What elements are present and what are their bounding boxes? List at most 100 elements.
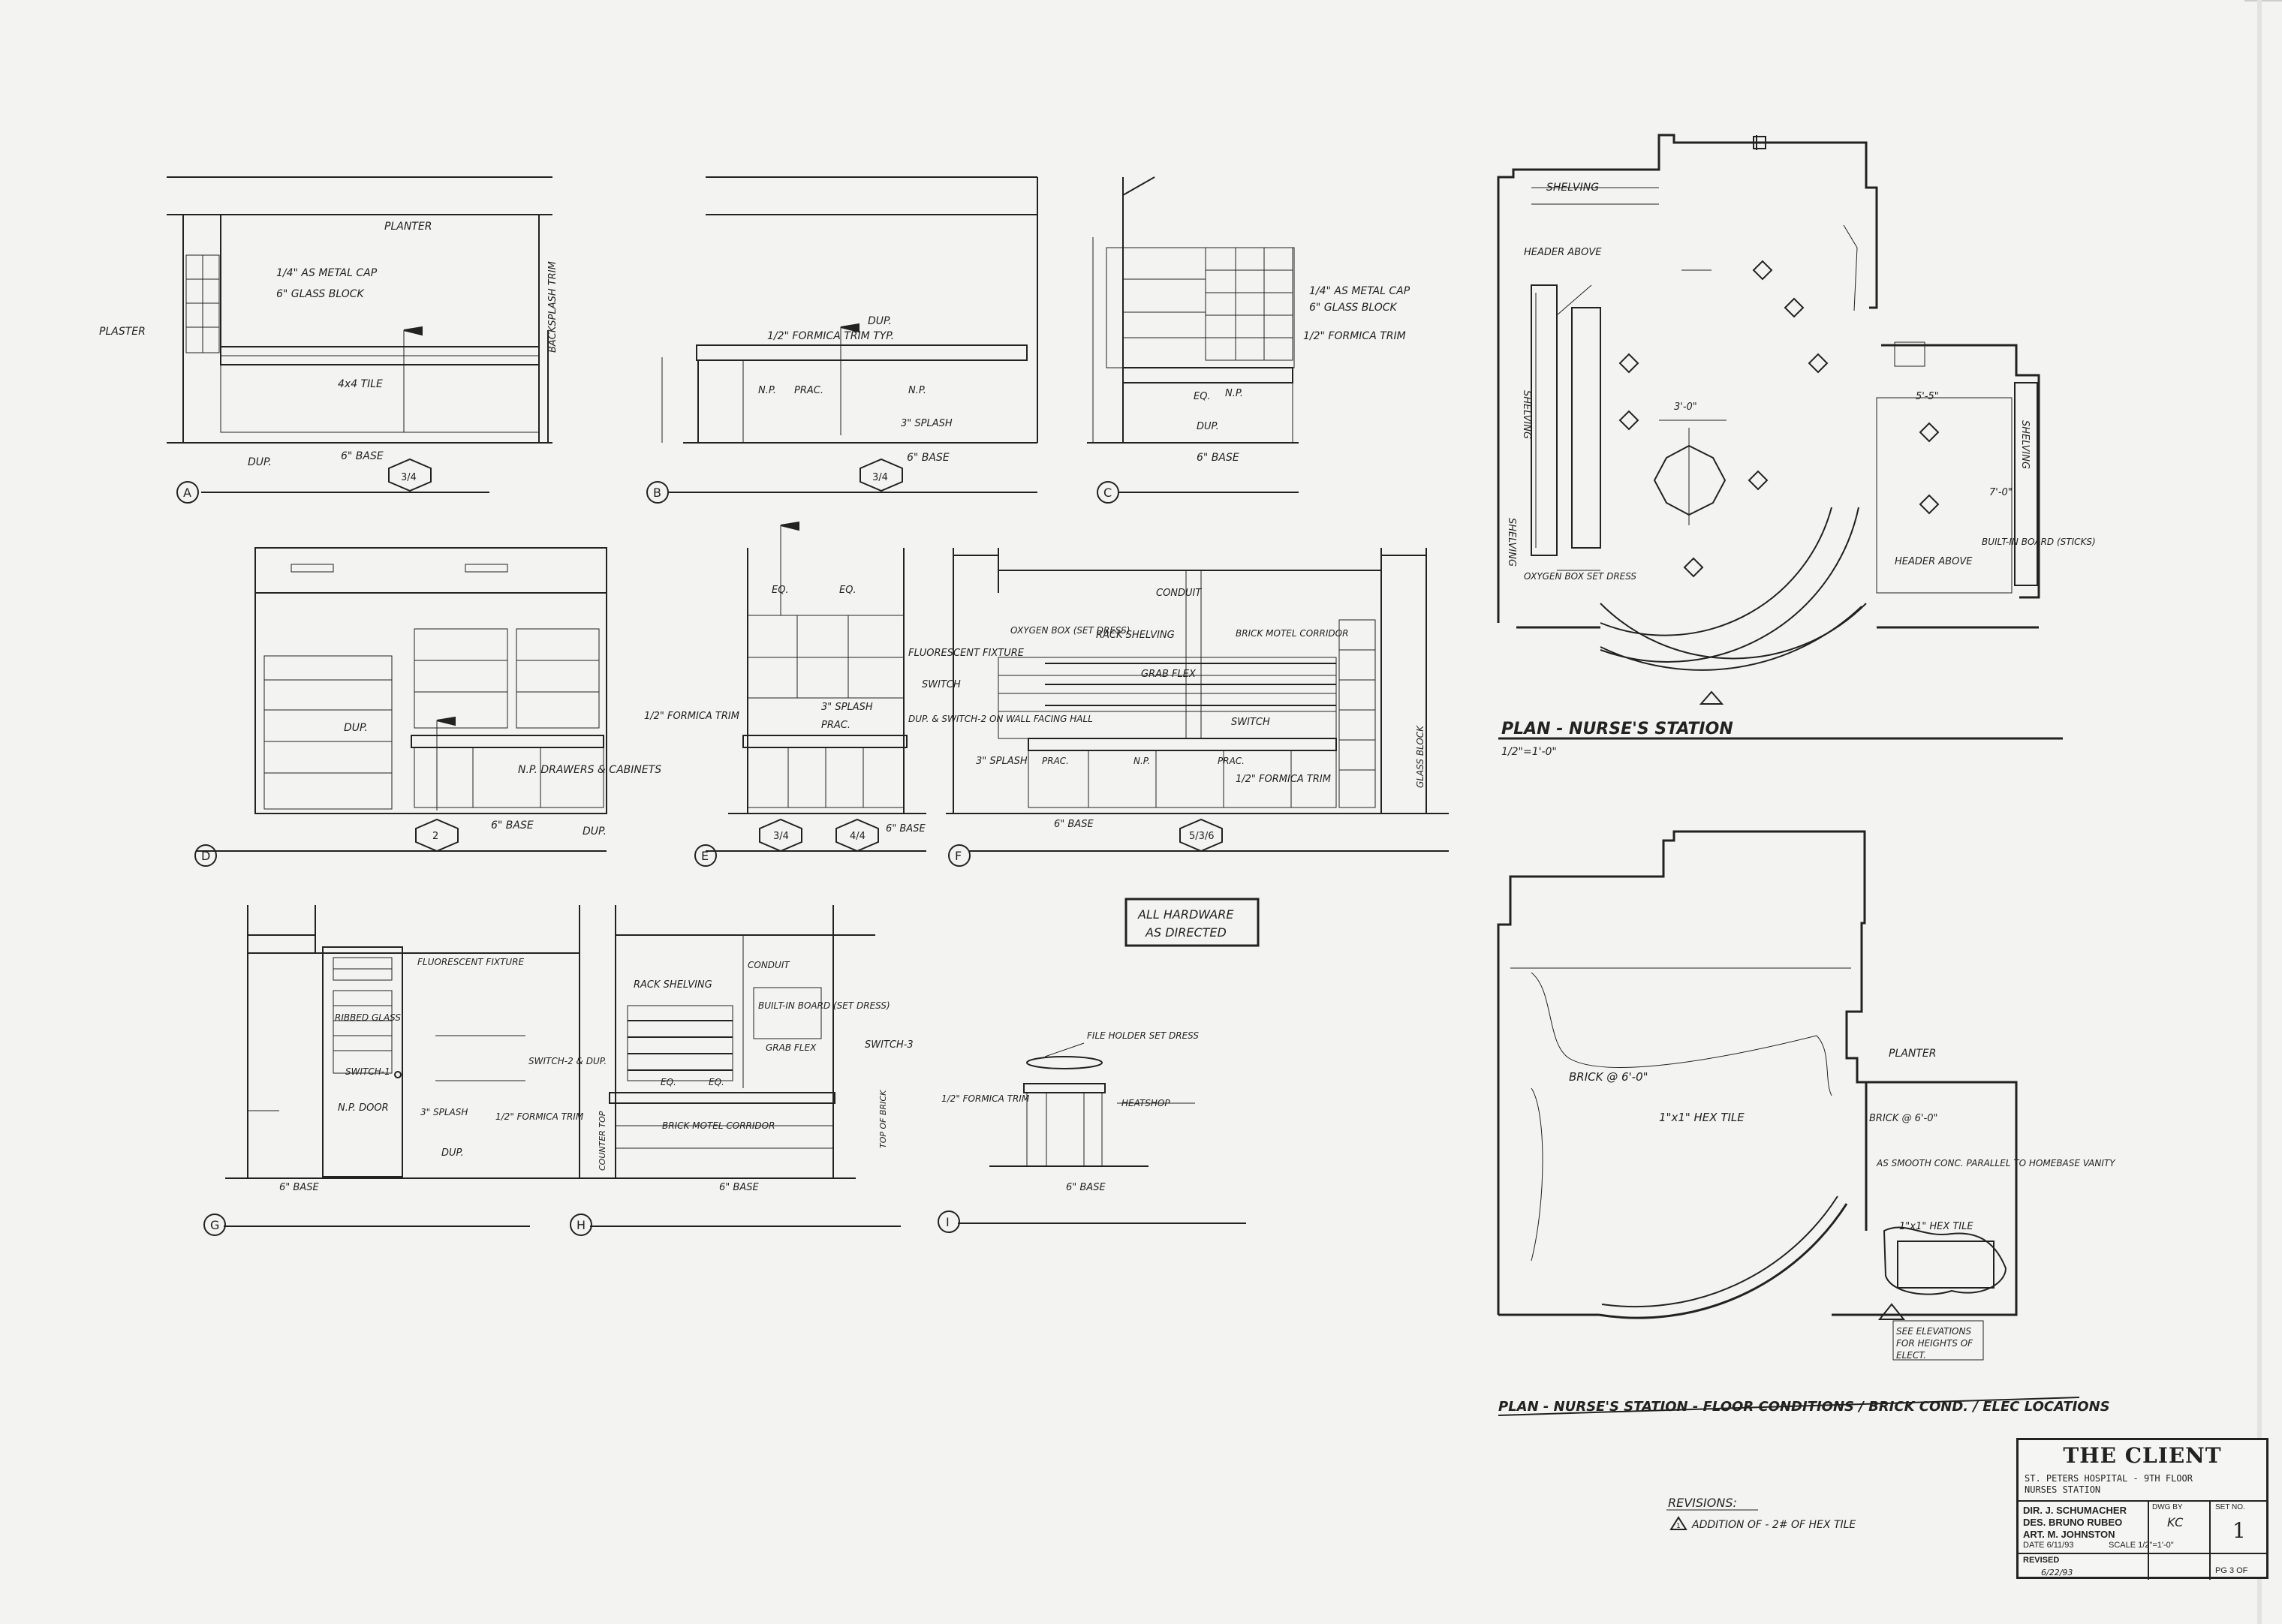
note-a-7: BACKSPLASH TRIM bbox=[547, 261, 558, 353]
floor-label-smooth-conc: AS SMOOTH CONC. PARALLEL TO HOMEBASE VAN… bbox=[1876, 1158, 2116, 1168]
note-e-2: FLUORESCENT FIXTURE bbox=[908, 648, 1025, 659]
tag-e: E bbox=[701, 849, 709, 863]
note-d-1: N.P. DRAWERS & CABINETS bbox=[518, 764, 661, 776]
section-e-2: 4/4 bbox=[850, 831, 866, 842]
see-elevations-line3: ELECT. bbox=[1896, 1350, 1926, 1361]
note-f-1: OXYGEN BOX (SET DRESS) bbox=[1010, 625, 1130, 636]
note-e-6: DUP. & SWITCH-2 ON WALL FACING HALL bbox=[908, 714, 1093, 724]
designer: DES. BRUNO RUBEO bbox=[2023, 1517, 2123, 1528]
note-f-0: CONDUIT bbox=[1156, 588, 1202, 599]
elevation-c bbox=[1087, 176, 1299, 504]
note-a-5: DUP. bbox=[248, 456, 272, 468]
plan-main-title: PLAN - NURSE'S STATION bbox=[1501, 720, 1733, 738]
note-h-3: GRAB FLEX bbox=[766, 1042, 817, 1053]
floor-label-planter: PLANTER bbox=[1889, 1048, 1936, 1060]
director: DIR. J. SCHUMACHER bbox=[2023, 1505, 2127, 1516]
project-name: ST. PETERS HOSPITAL - 9TH FLOOR NURSES S… bbox=[2025, 1473, 2193, 1496]
plan-label-header-above-2: HEADER ABOVE bbox=[1895, 556, 1973, 567]
revisions-title: REVISIONS: bbox=[1668, 1496, 1737, 1510]
section-a: 3/4 bbox=[401, 472, 417, 483]
plan-floor-title: PLAN - NURSE'S STATION - FLOOR CONDITION… bbox=[1498, 1399, 2110, 1415]
floor-label-brick-1: BRICK @ 6'-0" bbox=[1569, 1070, 1648, 1084]
note-b-5: 3" SPLASH bbox=[901, 418, 953, 429]
tag-f: F bbox=[955, 849, 962, 863]
note-c-0: 1/4" AS METAL CAP bbox=[1309, 285, 1410, 297]
note-d-2: 1/2" FORMICA TRIM bbox=[644, 711, 739, 722]
plan-label-shelving-left: SHELVING bbox=[1521, 390, 1532, 439]
note-a-4: 4x4 TILE bbox=[338, 378, 383, 390]
note-f-11: 6" BASE bbox=[1054, 819, 1094, 830]
note-i-0: FILE HOLDER SET DRESS bbox=[1087, 1030, 1199, 1041]
note-h-1: CONDUIT bbox=[748, 960, 790, 970]
note-i-2: HEATSHOP bbox=[1121, 1098, 1170, 1108]
note-d-3: 6" BASE bbox=[491, 820, 534, 832]
tag-g: G bbox=[210, 1218, 219, 1232]
note-h-5: EQ. bbox=[661, 1077, 676, 1087]
note-h-0: RACK SHELVING bbox=[634, 979, 712, 991]
note-b-3: PRAC. bbox=[794, 385, 823, 396]
revision-marker: 1 bbox=[1676, 1523, 1681, 1530]
note-b-2: N.P. bbox=[758, 385, 776, 396]
elevation-i bbox=[938, 1042, 1246, 1233]
hardware-note-box bbox=[1124, 898, 1260, 947]
note-b-1: DUP. bbox=[868, 315, 892, 327]
plan-nurses-station bbox=[1497, 134, 2063, 740]
note-a-6: 6" BASE bbox=[341, 450, 384, 462]
elevation-f bbox=[946, 548, 1449, 867]
plan-label-shelving-lower: SHELVING bbox=[1506, 518, 1517, 567]
note-f-2: RACK SHELVING bbox=[1096, 630, 1175, 641]
note-h-4: SWITCH-3 bbox=[865, 1039, 914, 1051]
note-c-3: EQ. bbox=[1194, 391, 1211, 402]
project-line-1: ST. PETERS HOSPITAL - 9TH FLOOR bbox=[2025, 1473, 2193, 1484]
hardware-note-line2: AS DIRECTED bbox=[1145, 925, 1227, 940]
note-a-1: PLANTER bbox=[384, 221, 432, 233]
floor-label-hex-tile-1: 1"x1" HEX TILE bbox=[1659, 1111, 1745, 1124]
tag-c: C bbox=[1103, 486, 1112, 500]
note-e-7: 6" BASE bbox=[886, 823, 926, 835]
note-f-5: SWITCH bbox=[1231, 717, 1270, 728]
plan-dim-3-0: 3'-0" bbox=[1674, 401, 1697, 413]
note-i-3: 6" BASE bbox=[1066, 1182, 1106, 1193]
note-a-3: 6" GLASS BLOCK bbox=[276, 288, 366, 300]
note-h-10: TOP OF BRICK bbox=[878, 1090, 888, 1148]
project-line-2: NURSES STATION bbox=[2025, 1484, 2101, 1495]
note-c-4: N.P. bbox=[1225, 388, 1243, 399]
note-e-0: EQ. bbox=[772, 585, 789, 596]
note-f-8: N.P. bbox=[1133, 756, 1150, 766]
note-g-1: RIBBED GLASS bbox=[335, 1012, 401, 1023]
note-c-5: DUP. bbox=[1197, 421, 1219, 432]
revised-date: 6/22/93 bbox=[2041, 1568, 2073, 1577]
note-b-6: 6" BASE bbox=[907, 452, 950, 464]
note-g-2: SWITCH-1 bbox=[345, 1066, 390, 1077]
note-a-0: PLASTER bbox=[99, 326, 146, 338]
note-g-6: N.P. DOOR bbox=[338, 1102, 389, 1114]
note-g-7: DUP. bbox=[441, 1147, 464, 1159]
note-c-1: 6" GLASS BLOCK bbox=[1309, 302, 1398, 314]
note-e-5: PRAC. bbox=[821, 720, 850, 731]
plan-floor-conditions bbox=[1497, 830, 2018, 1361]
note-f-4: GRAB FLEX bbox=[1141, 669, 1197, 680]
drawn-by-label: DWG BY bbox=[2152, 1503, 2183, 1511]
note-b-4: N.P. bbox=[908, 385, 926, 396]
plan-label-header-above-1: HEADER ABOVE bbox=[1524, 247, 1602, 258]
elevation-h bbox=[570, 905, 901, 1236]
title-block-divider bbox=[2019, 1553, 2266, 1554]
drawing-scale: SCALE 1/2"=1'-0" bbox=[2109, 1541, 2174, 1550]
plan-main-scale: 1/2"=1'-0" bbox=[1501, 746, 1557, 758]
note-b-0: 1/2" FORMICA TRIM TYP. bbox=[767, 330, 894, 342]
tag-d: D bbox=[201, 849, 210, 863]
revision-triangle-icon bbox=[1669, 1516, 1687, 1530]
plan-dim-5-5: 5'-5" bbox=[1916, 391, 1939, 402]
note-c-6: 6" BASE bbox=[1197, 452, 1239, 464]
section-e-1: 3/4 bbox=[773, 831, 789, 842]
client-name: THE CLIENT bbox=[2063, 1443, 2222, 1468]
note-g-8: 6" BASE bbox=[279, 1182, 319, 1193]
note-c-2: 1/2" FORMICA TRIM bbox=[1303, 330, 1406, 342]
drawn-by: KC bbox=[2167, 1515, 2184, 1529]
see-elevations-line1: SEE ELEVATIONS bbox=[1896, 1326, 1971, 1337]
note-d-0: DUP. bbox=[344, 722, 368, 734]
title-block-divider bbox=[2148, 1500, 2149, 1580]
tag-i: I bbox=[946, 1215, 950, 1229]
note-d-4: DUP. bbox=[583, 826, 607, 838]
